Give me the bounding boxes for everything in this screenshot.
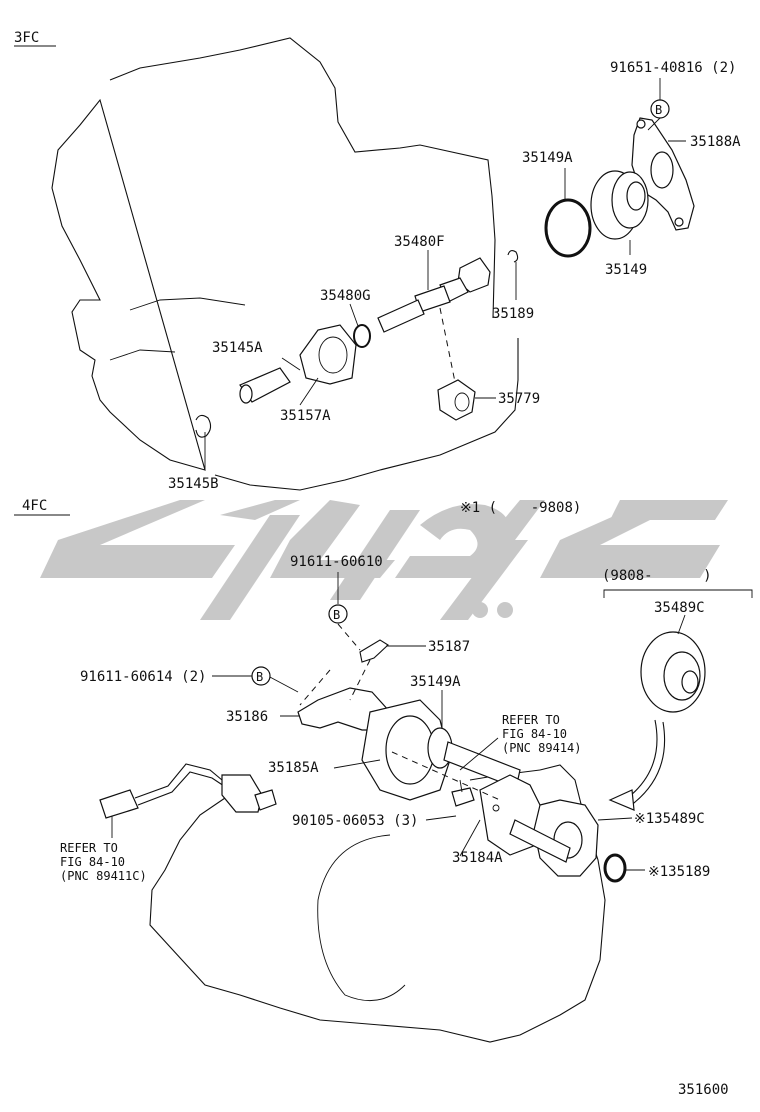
part-35189-clip bbox=[507, 250, 519, 263]
part-35187-clip bbox=[359, 639, 389, 663]
part-35185A-sensor bbox=[361, 699, 453, 801]
label-35149A-top: 35149A bbox=[522, 150, 573, 166]
part-35149-seal bbox=[590, 170, 649, 240]
callout-b-bottom-2: B bbox=[251, 666, 271, 686]
section-4fc-label: 4FC bbox=[22, 498, 47, 514]
refer-left-line3: (PNC 89411C) bbox=[60, 869, 147, 883]
part-35779-gear bbox=[437, 379, 476, 421]
refer-note-right: REFER TO FIG 84-10 (PNC 89414) bbox=[502, 713, 581, 755]
part-90105-06053-bolts bbox=[451, 779, 475, 807]
label-35480G: 35480G bbox=[320, 288, 371, 304]
label-35480F: 35480F bbox=[394, 234, 445, 250]
callout-b-bottom-1: B bbox=[328, 604, 348, 624]
part-135489C-gear bbox=[509, 799, 599, 877]
refer-right-line3: (PNC 89414) bbox=[502, 741, 581, 755]
refer-left-line1: REFER TO bbox=[60, 841, 118, 855]
refer-right-line1: REFER TO bbox=[502, 713, 560, 727]
part-35480G-oring bbox=[353, 324, 371, 348]
leaders-top bbox=[204, 78, 686, 470]
callout-b-top-letter: B bbox=[655, 103, 662, 117]
part-35145A-sleeve bbox=[239, 367, 291, 404]
label-35157A: 35157A bbox=[280, 408, 331, 424]
label-135489C: ※135489C bbox=[634, 811, 705, 827]
label-35186: 35186 bbox=[226, 709, 268, 725]
label-35184A: 35184A bbox=[452, 850, 503, 866]
refer-left-line2: FIG 84-10 bbox=[60, 855, 125, 869]
label-35145A: 35145A bbox=[212, 340, 263, 356]
part-35489C-gear bbox=[640, 631, 706, 713]
label-91651-40816: 91651-40816 (2) bbox=[610, 60, 736, 76]
label-35185A: 35185A bbox=[268, 760, 319, 776]
label-35188A: 35188A bbox=[690, 134, 741, 150]
part-35145B-clip bbox=[195, 414, 212, 438]
label-135189: ※135189 bbox=[648, 864, 710, 880]
replacement-arrow bbox=[608, 719, 666, 811]
figure-number: 351600 bbox=[678, 1082, 729, 1098]
label-35489C: 35489C bbox=[654, 600, 705, 616]
part-speed-sensor-cable bbox=[99, 763, 277, 819]
callout-b-top: B bbox=[650, 99, 670, 119]
leaders-bottom bbox=[111, 572, 686, 871]
refer-right-line2: FIG 84-10 bbox=[502, 727, 567, 741]
label-91611-60614: 91611-60614 (2) bbox=[80, 669, 206, 685]
refer-note-left: REFER TO FIG 84-10 (PNC 89411C) bbox=[60, 841, 147, 883]
part-135189-ring bbox=[603, 853, 627, 883]
label-90105-06053: 90105-06053 (3) bbox=[292, 813, 418, 829]
section-3fc-label: 3FC bbox=[14, 30, 39, 46]
label-35149A-bottom: 35149A bbox=[410, 674, 461, 690]
date-range-bracket: (9808- ) bbox=[602, 568, 753, 598]
label-35779: 35779 bbox=[498, 391, 540, 407]
part-35188A-bracket bbox=[631, 117, 695, 231]
label-35187: 35187 bbox=[428, 639, 470, 655]
note-date-range: (9808- ) bbox=[602, 568, 712, 584]
part-35480F-shaft bbox=[377, 257, 491, 333]
part-35157A-housing bbox=[299, 324, 357, 385]
label-91611-60610: 91611-60610 bbox=[290, 554, 383, 570]
watermark-logo bbox=[40, 500, 728, 620]
callout-b-bottom-1-letter: B bbox=[333, 608, 340, 622]
section-3fc: 3FC bbox=[14, 30, 56, 47]
transaxle-outline-top-inner bbox=[109, 297, 246, 361]
note-star1-range: ※1 ( -9808) bbox=[460, 500, 581, 516]
label-35145B: 35145B bbox=[168, 476, 219, 492]
label-35149: 35149 bbox=[605, 262, 647, 278]
transaxle-outline-top bbox=[51, 37, 519, 491]
section-4fc: 4FC bbox=[14, 498, 70, 516]
transaxle-bore-bottom bbox=[317, 834, 406, 1002]
part-35149A-oring-top bbox=[544, 198, 592, 258]
label-35189: 35189 bbox=[492, 306, 534, 322]
callout-b-bottom-2-letter: B bbox=[256, 670, 263, 684]
